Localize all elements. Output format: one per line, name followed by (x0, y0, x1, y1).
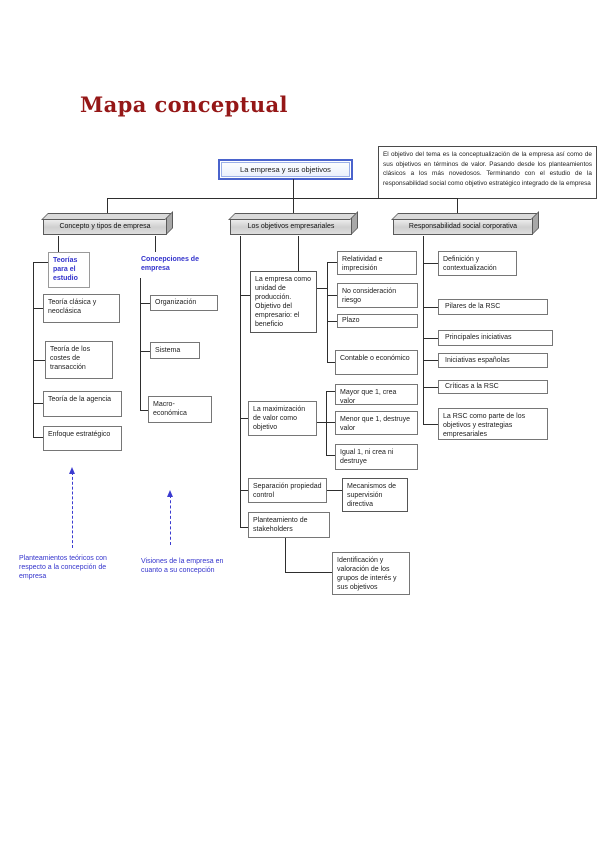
node-maximizacion-valor: La maximización de valor como objetivo (248, 401, 317, 436)
connector-line (140, 278, 141, 410)
node-sistema: Sistema (150, 342, 200, 359)
node-no-consideracion-riesgo: No consideración riesgo (337, 283, 418, 308)
connector-line (457, 198, 458, 214)
node-iniciativas-espanolas: Iniciativas españolas (438, 353, 548, 368)
connector-line (293, 179, 294, 198)
node-identificacion-grupos-interes: Identificación y valoración de los grupo… (332, 552, 410, 595)
connector-line (240, 295, 250, 296)
branch-header-rsc: Responsabilidad social corporativa (393, 218, 533, 235)
connector-line (423, 360, 438, 361)
node-contable-economico: Contable o económico (335, 350, 418, 375)
connector-line (293, 198, 294, 214)
node-criticas-rsc: Críticas a la RSC (438, 380, 548, 394)
node-menor-que-1: Menor que 1, destruye valor (335, 411, 418, 435)
branch-header-concepto: Concepto y tipos de empresa (43, 218, 167, 235)
note-visiones-empresa: Visiones de la empresa en cuanto a su co… (141, 558, 224, 575)
node-separacion-propiedad-control: Separación propiedad control (248, 478, 327, 503)
connector-line (107, 198, 458, 199)
node-teoria-clasica: Teoría clásica y neoclásica (43, 294, 120, 323)
connector-line (33, 308, 43, 309)
connector-line (107, 198, 108, 214)
connector-line (240, 527, 248, 528)
connector-line (326, 391, 335, 392)
connector-line (33, 262, 34, 437)
connector-line (285, 538, 286, 572)
node-enfoque-estrategico: Enfoque estratégico (43, 426, 122, 451)
connector-line (317, 288, 327, 289)
connector-line (327, 262, 328, 362)
up-arrow-icon (69, 467, 75, 548)
connector-line (423, 387, 438, 388)
note-planteamientos-teoricos: Planteamientos teóricos con respecto a l… (19, 555, 107, 581)
connector-line (327, 262, 337, 263)
connector-line (423, 424, 438, 425)
connector-line (285, 572, 332, 573)
connector-line (240, 490, 248, 491)
node-principales-iniciativas: Principales iniciativas (438, 330, 553, 346)
node-definicion-contextualizacion: Definición y contextualización (438, 251, 517, 276)
node-relatividad: Relatividad e imprecisión (337, 251, 417, 275)
connector-line (327, 362, 335, 363)
node-plazo: Plazo (337, 314, 418, 328)
connector-line (155, 236, 156, 252)
connector-line (423, 236, 424, 424)
connector-line (298, 236, 299, 271)
connector-line (423, 338, 438, 339)
connector-line (326, 455, 335, 456)
connector-line (140, 351, 150, 352)
connector-line (327, 295, 337, 296)
node-rsc-parte-objetivos: La RSC como parte de los objetivos y est… (438, 408, 548, 440)
node-root: La empresa y sus objetivos (218, 159, 353, 180)
connector-line (327, 321, 337, 322)
node-mecanismos-supervision: Mecanismos de supervisión directiva (342, 478, 408, 512)
node-pilares-rsc: Pilares de la RSC (438, 299, 548, 315)
connector-line (423, 263, 438, 264)
page-title: Mapa conceptual (80, 92, 288, 117)
connector-line (33, 262, 48, 263)
connector-line (326, 391, 327, 455)
connector-line (33, 437, 43, 438)
node-teorias-estudio: Teorías para el estudio (48, 252, 90, 288)
summary-text-box: El objetivo del tema es la conceptualiza… (378, 146, 597, 199)
node-igual-1: Igual 1, ni crea ni destruye (335, 444, 418, 470)
connector-line (326, 422, 335, 423)
connector-line (317, 422, 326, 423)
node-concepciones-empresa: Concepciones de empresa (141, 256, 199, 273)
branch-header-objetivos: Los objetivos empresariales (230, 218, 352, 235)
connector-line (240, 418, 248, 419)
node-teoria-costes: Teoría de los costes de transacción (45, 341, 113, 379)
node-teoria-agencia: Teoría de la agencia (43, 391, 122, 417)
connector-line (240, 236, 241, 527)
node-macroeconomica: Macro-económica (148, 396, 212, 423)
connector-line (140, 303, 150, 304)
node-organizacion: Organización (150, 295, 218, 311)
connector-line (33, 403, 43, 404)
connector-line (423, 307, 438, 308)
connector-line (327, 490, 342, 491)
connector-line (58, 236, 59, 252)
node-planteamiento-stakeholders: Planteamiento de stakeholders (248, 512, 330, 538)
connector-line (33, 360, 45, 361)
connector-line (140, 410, 148, 411)
node-empresa-unidad-produccion: La empresa como unidad de producción. Ob… (250, 271, 317, 333)
up-arrow-icon (167, 490, 173, 545)
node-mayor-que-1: Mayor que 1, crea valor (335, 384, 418, 405)
